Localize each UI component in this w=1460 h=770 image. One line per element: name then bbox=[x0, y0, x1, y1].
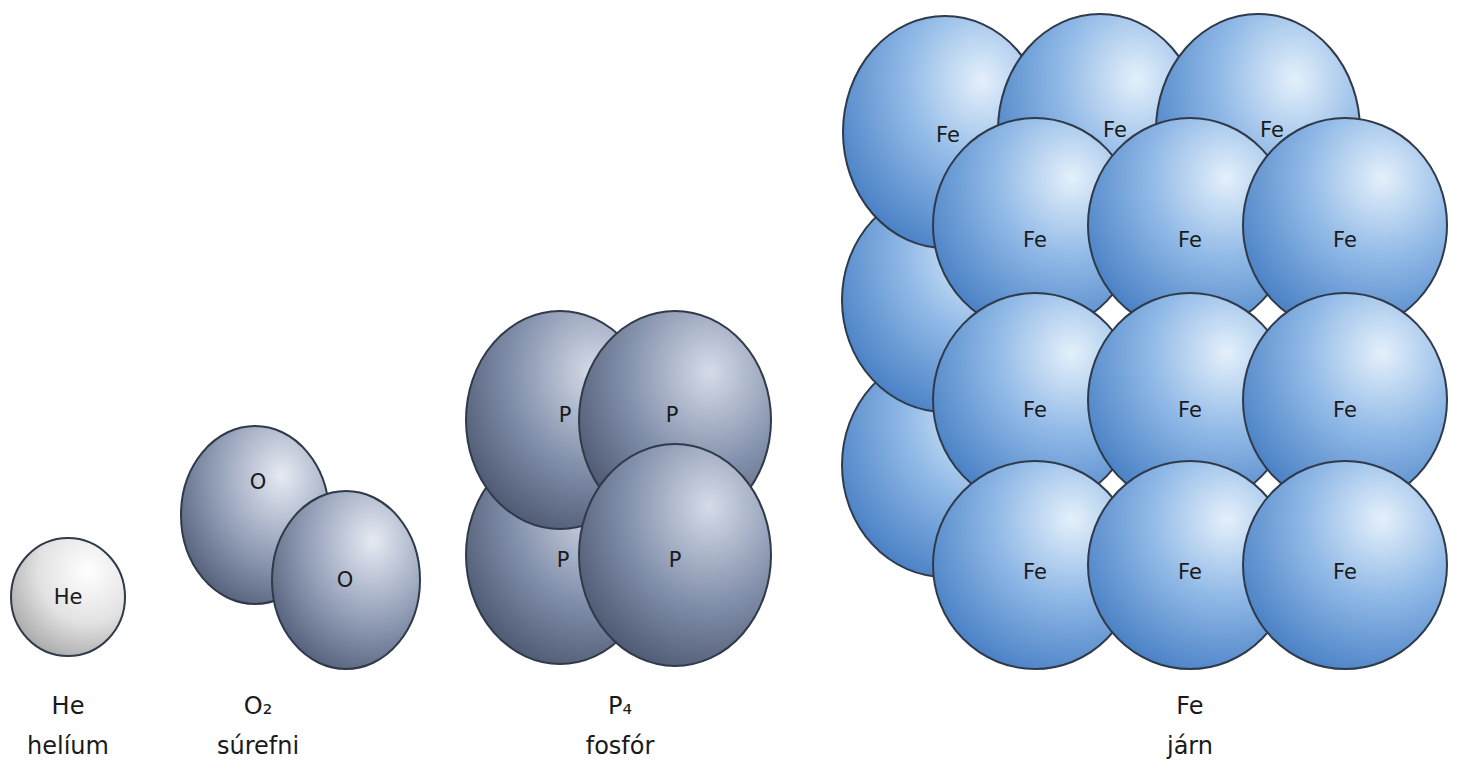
element-symbol: P bbox=[559, 403, 572, 427]
element-symbol: Fe bbox=[1333, 398, 1357, 422]
element-symbol: Fe bbox=[1103, 118, 1127, 142]
element-symbol: Fe bbox=[1333, 560, 1357, 584]
element-symbol: P bbox=[666, 403, 679, 427]
phosphorus-atom: P bbox=[578, 443, 772, 667]
element-symbol: Fe bbox=[1178, 560, 1202, 584]
element-symbol: Fe bbox=[1178, 398, 1202, 422]
element-symbol: Fe bbox=[1333, 228, 1357, 252]
element-symbol: Fe bbox=[1023, 560, 1047, 584]
name-caption: súrefni bbox=[217, 732, 299, 760]
element-symbol: Fe bbox=[1178, 228, 1202, 252]
element-symbol: P bbox=[557, 548, 570, 572]
element-symbol: Fe bbox=[1023, 228, 1047, 252]
formula: Fe bbox=[1176, 692, 1203, 720]
formula: O₂ bbox=[244, 692, 273, 720]
element-symbol: Fe bbox=[1023, 398, 1047, 422]
oxygen-atom: O bbox=[271, 490, 421, 670]
name-caption: járn bbox=[1167, 732, 1213, 760]
element-symbol: Fe bbox=[1260, 118, 1284, 142]
name-caption: fosfór bbox=[586, 732, 655, 760]
formula: He bbox=[52, 692, 85, 720]
iron-atom: Fe bbox=[1242, 460, 1448, 670]
element-symbol: Fe bbox=[936, 123, 960, 147]
formula: P₄ bbox=[608, 692, 632, 720]
element-symbol: O bbox=[337, 568, 354, 592]
element-symbol: O bbox=[250, 470, 267, 494]
name-caption: helíum bbox=[27, 732, 109, 760]
element-symbol: P bbox=[669, 548, 682, 572]
helium-atom: He bbox=[10, 537, 126, 657]
element-symbol: He bbox=[54, 585, 83, 609]
